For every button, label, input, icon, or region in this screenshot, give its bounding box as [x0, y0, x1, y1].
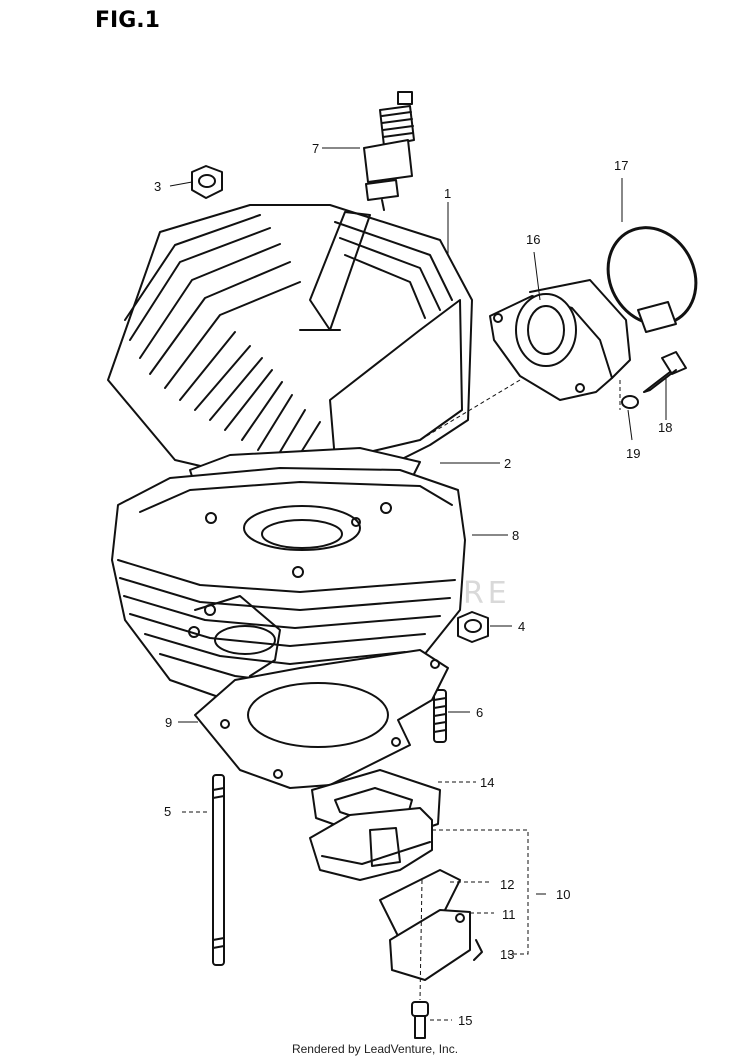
callout-8: 8 [512, 528, 519, 543]
callout-15: 15 [458, 1013, 472, 1028]
cylinder-head[interactable] [107, 204, 473, 511]
bolt-15[interactable] [411, 1001, 429, 1039]
screw-13[interactable] [473, 939, 483, 961]
callout-11: 11 [502, 907, 516, 922]
callout-3: 3 [154, 179, 161, 194]
callout-14: 14 [480, 775, 494, 790]
nut-3[interactable] [191, 165, 223, 199]
callout-9: 9 [165, 715, 172, 730]
footer-credit: Rendered by LeadVenture, Inc. [291, 1042, 459, 1056]
figure-title: FIG.1 [95, 8, 160, 33]
callout-16: 16 [526, 232, 540, 247]
long-stud-5[interactable] [212, 774, 225, 966]
callout-6: 6 [476, 705, 483, 720]
callout-7: 7 [312, 141, 319, 156]
base-gasket[interactable] [194, 649, 449, 789]
spark-plug[interactable] [363, 91, 415, 211]
callout-12: 12 [500, 877, 514, 892]
hose-clamp[interactable] [591, 212, 712, 340]
intake-pipe[interactable] [489, 279, 631, 401]
washer-19[interactable] [621, 395, 639, 409]
stud-bolt-6[interactable] [433, 689, 447, 743]
callout-4: 4 [518, 619, 525, 634]
callout-13: 13 [500, 947, 514, 962]
callout-2: 2 [504, 456, 511, 471]
callout-labels: 7 3 1 2 8 4 6 9 5 14 12 10 11 13 15 16 1… [154, 141, 672, 1028]
callout-19: 19 [626, 446, 640, 461]
leader-lines [169, 147, 667, 1021]
callout-1: 1 [444, 186, 451, 201]
callout-10: 10 [556, 887, 570, 902]
callout-5: 5 [164, 804, 171, 819]
callout-18: 18 [658, 420, 672, 435]
screw-18[interactable] [643, 351, 687, 393]
reed-valve-block[interactable] [309, 807, 433, 881]
nut-4[interactable] [457, 611, 489, 643]
reed-petal[interactable] [379, 869, 471, 981]
callout-17: 17 [614, 158, 628, 173]
